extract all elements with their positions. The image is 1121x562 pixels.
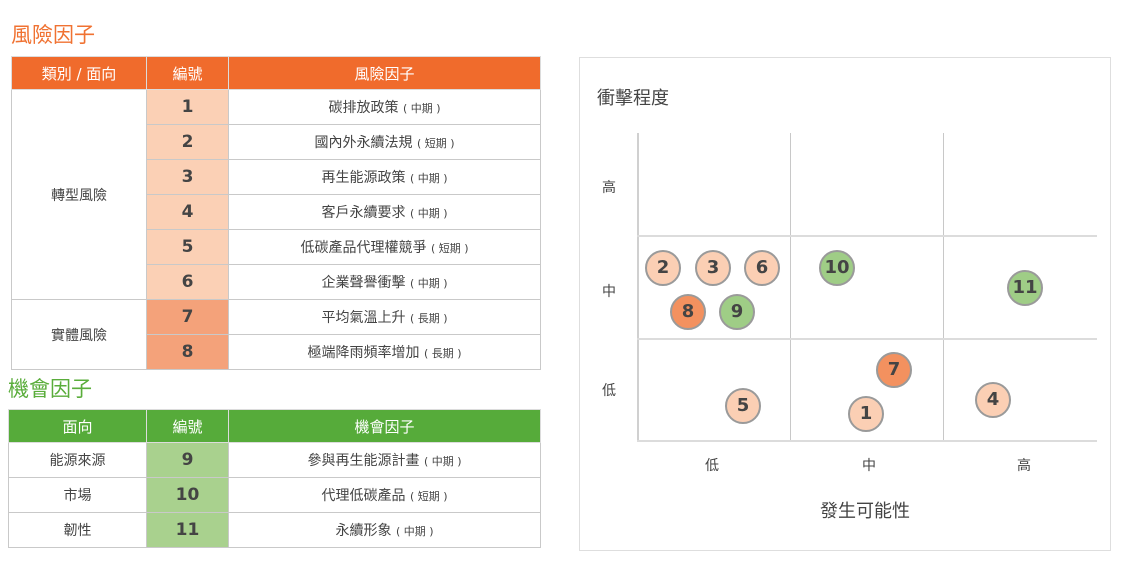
risk-section-title: 風險因子	[11, 23, 95, 47]
opportunity-bubble-9: 9	[719, 294, 755, 330]
opportunity-section-title: 機會因子	[8, 377, 92, 401]
factor-cell: 代理低碳產品 ( 短期 )	[228, 477, 541, 513]
factor-name: 永續形象	[335, 523, 392, 539]
risk-bubble-1: 1	[848, 396, 884, 432]
group-label: 實體風險	[11, 299, 147, 370]
factor-number: 10	[146, 477, 229, 513]
grid-hline	[637, 338, 1097, 340]
factor-name: 再生能源政策	[321, 170, 406, 186]
x-tick-low: 低	[705, 458, 719, 474]
risk-bubble-6: 6	[744, 250, 780, 286]
x-axis-line	[637, 440, 1097, 442]
table-row: 市場 10 代理低碳產品 ( 短期 )	[8, 477, 541, 513]
factor-cell: 碳排放政策 ( 中期 )	[228, 89, 541, 125]
factor-number: 3	[146, 159, 229, 195]
factor-cell: 參與再生能源計畫 ( 中期 )	[228, 442, 541, 478]
grid-vline	[790, 133, 791, 442]
factor-term: ( 中期 )	[409, 277, 448, 290]
aspect-label: 市場	[8, 477, 147, 513]
factor-cell: 極端降雨頻率增加 ( 長期 )	[228, 334, 541, 370]
factor-cell: 企業聲譽衝擊 ( 中期 )	[228, 264, 541, 300]
factor-number: 5	[146, 229, 229, 265]
factor-name: 碳排放政策	[328, 100, 399, 116]
factor-number: 6	[146, 264, 229, 300]
factor-cell: 平均氣溫上升 ( 長期 )	[228, 299, 541, 335]
table-row: 能源來源 9 參與再生能源計畫 ( 中期 )	[8, 442, 541, 478]
factor-cell: 再生能源政策 ( 中期 )	[228, 159, 541, 195]
table-row: 韌性 11 永續形象 ( 中期 )	[8, 512, 541, 548]
x-tick-mid: 中	[862, 458, 876, 474]
factor-term: ( 長期 )	[423, 347, 462, 360]
table-row: 5 低碳產品代理權競爭 ( 短期 )	[12, 229, 541, 265]
factor-number: 2	[146, 124, 229, 160]
header-number: 編號	[146, 56, 229, 90]
risk-bubble-8: 8	[670, 294, 706, 330]
table-row: 轉型風險 1 碳排放政策 ( 中期 )	[11, 89, 541, 300]
grid-vline	[943, 133, 944, 442]
factor-term: ( 短期 )	[409, 490, 448, 503]
factor-term: ( 中期 )	[402, 102, 441, 115]
risk-bubble-3: 3	[695, 250, 731, 286]
factor-name: 企業聲譽衝擊	[321, 275, 406, 291]
factor-term: ( 短期 )	[430, 242, 469, 255]
group-label: 轉型風險	[11, 89, 147, 300]
factor-term: ( 中期 )	[395, 525, 434, 538]
factor-number: 9	[146, 442, 229, 478]
factor-name: 平均氣溫上升	[321, 310, 406, 326]
aspect-label: 韌性	[8, 512, 147, 548]
factor-number: 11	[146, 512, 229, 548]
y-tick-high: 高	[602, 180, 616, 196]
factor-number: 4	[146, 194, 229, 230]
table-row: 4 客戶永續要求 ( 中期 )	[12, 194, 541, 230]
opportunity-table-header: 面向 編號 機會因子	[8, 409, 541, 443]
factor-cell: 客戶永續要求 ( 中期 )	[228, 194, 541, 230]
y-tick-mid: 中	[602, 284, 616, 300]
risk-bubble-4: 4	[975, 382, 1011, 418]
factor-name: 國內外永續法規	[314, 135, 413, 151]
header-factor: 機會因子	[228, 409, 541, 443]
opportunity-table: 面向 編號 機會因子 能源來源 9 參與再生能源計畫 ( 中期 ) 市場 10 …	[8, 409, 541, 548]
risk-table: 類別 / 面向 編號 風險因子 轉型風險 1 碳排放政策 ( 中期 ) 2 國內…	[11, 56, 541, 370]
risk-bubble-5: 5	[725, 388, 761, 424]
risk-table-header: 類別 / 面向 編號 風險因子	[11, 56, 541, 90]
factor-name: 低碳產品代理權競爭	[300, 240, 427, 256]
y-axis-title: 衝擊程度	[597, 88, 669, 109]
factor-number: 7	[146, 299, 229, 335]
factor-number: 1	[146, 89, 229, 125]
header-factor: 風險因子	[228, 56, 541, 90]
table-row: 3 再生能源政策 ( 中期 )	[12, 159, 541, 195]
factor-name: 極端降雨頻率增加	[307, 345, 420, 361]
risk-bubble-2: 2	[645, 250, 681, 286]
x-axis-title: 發生可能性	[820, 501, 910, 522]
opportunity-bubble-11: 11	[1007, 270, 1043, 306]
risk-bubble-7: 7	[876, 352, 912, 388]
table-row: 實體風險 7 平均氣溫上升 ( 長期 )	[11, 299, 541, 370]
header-aspect: 面向	[8, 409, 147, 443]
table-row: 2 國內外永續法規 ( 短期 )	[12, 124, 541, 160]
aspect-label: 能源來源	[8, 442, 147, 478]
factor-cell: 國內外永續法規 ( 短期 )	[228, 124, 541, 160]
factor-number: 8	[146, 334, 229, 370]
x-tick-high: 高	[1017, 458, 1031, 474]
factor-name: 代理低碳產品	[321, 488, 406, 504]
factor-term: ( 中期 )	[409, 172, 448, 185]
factor-cell: 永續形象 ( 中期 )	[228, 512, 541, 548]
y-axis-line	[637, 133, 639, 442]
factor-name: 參與再生能源計畫	[307, 453, 420, 469]
factor-term: ( 中期 )	[409, 207, 448, 220]
header-category: 類別 / 面向	[11, 56, 147, 90]
factor-term: ( 短期 )	[416, 137, 455, 150]
grid-hline	[637, 235, 1097, 237]
header-number: 編號	[146, 409, 229, 443]
table-row: 8 極端降雨頻率增加 ( 長期 )	[12, 334, 541, 370]
y-tick-low: 低	[602, 383, 616, 399]
factor-term: ( 長期 )	[409, 312, 448, 325]
table-row: 6 企業聲譽衝擊 ( 中期 )	[12, 264, 541, 300]
factor-name: 客戶永續要求	[321, 205, 406, 221]
opportunity-bubble-10: 10	[819, 250, 855, 286]
factor-term: ( 中期 )	[423, 455, 462, 468]
factor-cell: 低碳產品代理權競爭 ( 短期 )	[228, 229, 541, 265]
